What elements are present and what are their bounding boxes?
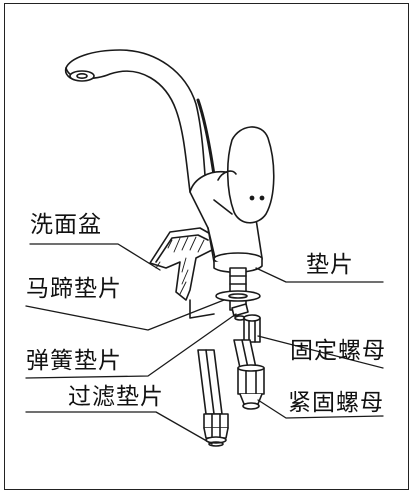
fixing-nut-part <box>243 314 261 343</box>
spring-washer-part <box>231 303 249 321</box>
diagram-frame <box>4 3 409 490</box>
basin-hatching <box>155 236 205 295</box>
right-hose <box>233 339 265 410</box>
leader-gasket <box>255 267 384 283</box>
faucet-handle <box>213 126 275 224</box>
label-horseshoe-gasket: 马蹄垫片 <box>26 276 122 302</box>
threaded-shank <box>229 267 247 311</box>
leader-lines <box>25 243 384 445</box>
label-gasket: 垫片 <box>306 252 354 278</box>
label-lock-nut: 紧固螺母 <box>288 390 384 416</box>
label-filter-gasket: 过滤垫片 <box>68 384 164 410</box>
label-spring-washer: 弹簧垫片 <box>26 348 122 374</box>
leader-filter-gasket <box>25 411 213 445</box>
basin-section <box>149 227 215 319</box>
label-basin: 洗面盆 <box>30 212 102 238</box>
leader-lock-nut <box>257 399 384 419</box>
label-fixing-nut: 固定螺母 <box>290 338 386 364</box>
horseshoe-gasket-part <box>215 290 261 302</box>
faucet-spout <box>64 49 216 193</box>
leader-spring-washer <box>25 313 237 379</box>
leader-basin <box>29 243 161 271</box>
leader-horseshoe <box>25 299 225 331</box>
left-hose <box>197 349 229 447</box>
leader-fixing-nut <box>257 335 384 369</box>
